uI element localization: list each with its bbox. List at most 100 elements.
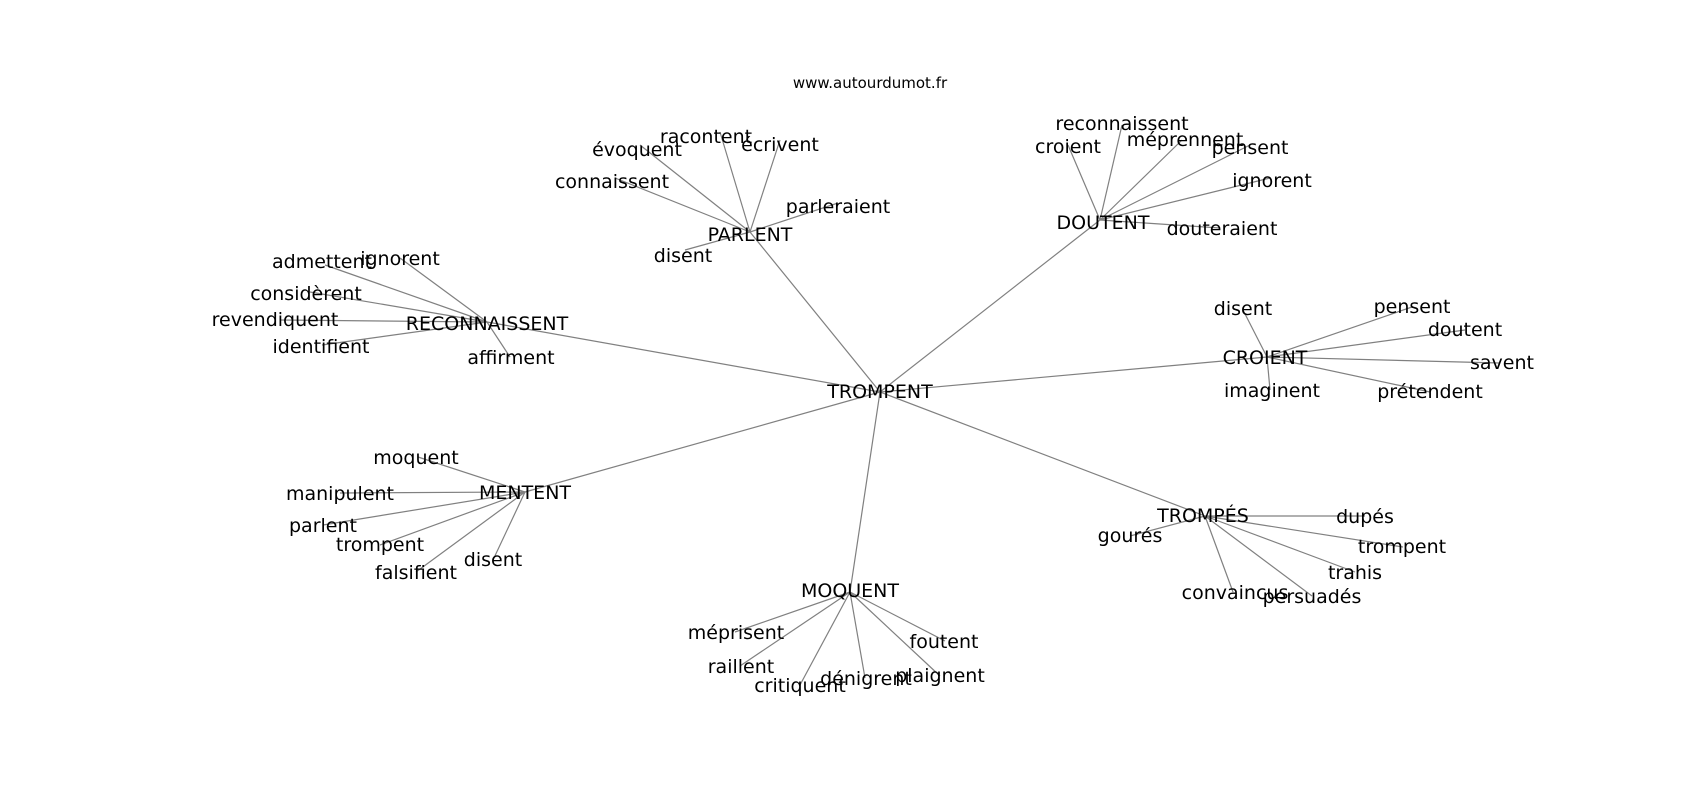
hub-word-moquent[interactable]: MOQUENT: [801, 580, 899, 602]
center-word: TROMPENT: [826, 381, 933, 403]
leaf-word[interactable]: disent: [654, 245, 712, 267]
edge-mentent-leaf: [379, 491, 526, 546]
edge-mentent-leaf: [322, 491, 526, 526]
hub-word-parlent[interactable]: PARLENT: [708, 224, 793, 246]
edge-doutent-leaf: [1099, 139, 1183, 221]
leaf-word[interactable]: foutent: [910, 631, 979, 653]
hub-word-reconnaissent[interactable]: RECONNAISSENT: [406, 313, 569, 335]
leaf-word[interactable]: plaignent: [895, 665, 985, 687]
edge-doutent-leaf: [1099, 219, 1221, 229]
leaf-word[interactable]: raillent: [708, 656, 774, 678]
edge-parlent-leaf: [749, 139, 781, 233]
edge-trompes-leaf: [1204, 515, 1313, 597]
leaf-word[interactable]: considèrent: [250, 283, 362, 305]
graph-labels: www.autourdumot.fr TROMPENT PARLENT racon…: [212, 74, 1534, 697]
edge-parlent-leaf: [749, 202, 839, 233]
edge-parlent-leaf: [684, 231, 751, 251]
leaf-word[interactable]: affirment: [467, 347, 554, 369]
edge-parlent-leaf: [639, 144, 751, 233]
edge-trompes-leaf: [1204, 515, 1356, 573]
edge-moquent-leaf: [849, 591, 866, 679]
leaf-word[interactable]: parlent: [289, 515, 357, 537]
edge-parlent-leaf: [719, 131, 751, 233]
hub-word-trompes[interactable]: TROMPÉS: [1156, 504, 1249, 527]
edge-parlent-leaf: [614, 177, 751, 233]
leaf-word[interactable]: pensent: [1374, 296, 1451, 318]
edge-trompes-leaf: [1204, 515, 1234, 593]
leaf-word[interactable]: pensent: [1212, 137, 1289, 159]
leaf-word[interactable]: dupés: [1336, 506, 1394, 528]
edge-doutent-leaf: [1067, 144, 1101, 221]
leaf-word[interactable]: disent: [464, 549, 522, 571]
edge-reconnaissent-leaf: [321, 321, 488, 346]
edge-croient-leaf: [1266, 356, 1501, 364]
edge-doutent-leaf: [1099, 124, 1123, 221]
edge-mentent-leaf: [492, 491, 526, 561]
edge-center-doutent: [879, 219, 1101, 393]
source-label: www.autourdumot.fr: [793, 74, 948, 92]
leaf-word[interactable]: moquent: [373, 447, 458, 469]
leaf-word[interactable]: admettent: [272, 251, 372, 273]
leaf-word[interactable]: falsifient: [375, 562, 457, 584]
edge-reconnaissent-leaf: [279, 319, 488, 323]
edge-moquent-leaf: [849, 591, 946, 642]
leaf-word[interactable]: douteraient: [1167, 218, 1278, 240]
edge-center-parlent: [749, 231, 881, 393]
leaf-word[interactable]: doutent: [1428, 319, 1502, 341]
graph-edges: [279, 124, 1501, 686]
hub-word-mentent[interactable]: MENTENT: [479, 482, 571, 504]
edge-trompes-leaf: [1129, 515, 1206, 537]
leaf-word[interactable]: connaissent: [555, 171, 669, 193]
leaf-word[interactable]: écrivent: [741, 134, 819, 156]
leaf-word[interactable]: méprennent: [1127, 129, 1244, 151]
edge-croient-leaf: [1266, 306, 1413, 358]
edge-croient-leaf: [1266, 329, 1466, 358]
edge-moquent-leaf: [799, 591, 851, 686]
leaf-word[interactable]: trompent: [1358, 536, 1446, 558]
edge-croient-leaf: [1266, 356, 1271, 391]
edge-center-reconnaissent: [486, 321, 881, 393]
edge-center-croient: [879, 356, 1268, 393]
edge-moquent-leaf: [734, 591, 851, 633]
leaf-word[interactable]: disent: [1214, 298, 1272, 320]
leaf-word[interactable]: croient: [1035, 136, 1101, 158]
edge-center-mentent: [524, 391, 881, 493]
leaf-word[interactable]: ignorent: [1232, 170, 1312, 192]
leaf-word[interactable]: convaincus: [1182, 582, 1289, 604]
leaf-word[interactable]: savent: [1470, 352, 1534, 374]
leaf-word[interactable]: identifient: [273, 336, 370, 358]
leaf-word[interactable]: racontent: [660, 126, 752, 148]
leaf-word[interactable]: ignorent: [360, 248, 440, 270]
leaf-word[interactable]: manipulent: [286, 483, 394, 505]
leaf-word[interactable]: trahis: [1328, 562, 1382, 584]
edge-mentent-leaf: [339, 491, 526, 494]
leaf-word[interactable]: parleraient: [786, 196, 890, 218]
leaf-word[interactable]: méprisent: [688, 622, 784, 644]
leaf-word[interactable]: persuadés: [1263, 586, 1362, 608]
edge-mentent-leaf: [415, 491, 526, 573]
edge-moquent-leaf: [849, 591, 941, 677]
hub-word-doutent[interactable]: DOUTENT: [1057, 212, 1150, 234]
edge-reconnaissent-leaf: [486, 321, 511, 358]
leaf-word[interactable]: dénigrent: [820, 668, 912, 690]
edge-croient-leaf: [1242, 309, 1268, 358]
edge-mentent-leaf: [417, 456, 526, 493]
hub-word-croient[interactable]: CROIENT: [1223, 347, 1308, 369]
leaf-word[interactable]: critiquent: [754, 675, 846, 697]
edge-reconnaissent-leaf: [399, 257, 488, 323]
edge-doutent-leaf: [1099, 144, 1251, 221]
leaf-word[interactable]: revendiquent: [212, 309, 339, 331]
edge-center-moquent: [849, 391, 881, 593]
leaf-word[interactable]: gourés: [1098, 525, 1163, 547]
leaf-word[interactable]: reconnaissent: [1055, 113, 1188, 135]
leaf-word[interactable]: évoquent: [592, 139, 682, 161]
edge-trompes-leaf: [1204, 515, 1404, 548]
leaf-word[interactable]: imaginent: [1224, 380, 1320, 402]
edge-reconnaissent-leaf: [324, 264, 488, 323]
leaf-word[interactable]: trompent: [336, 534, 424, 556]
edge-moquent-leaf: [739, 591, 851, 667]
edge-doutent-leaf: [1099, 177, 1271, 221]
leaf-word[interactable]: prétendent: [1377, 381, 1483, 403]
edge-croient-leaf: [1266, 356, 1431, 393]
